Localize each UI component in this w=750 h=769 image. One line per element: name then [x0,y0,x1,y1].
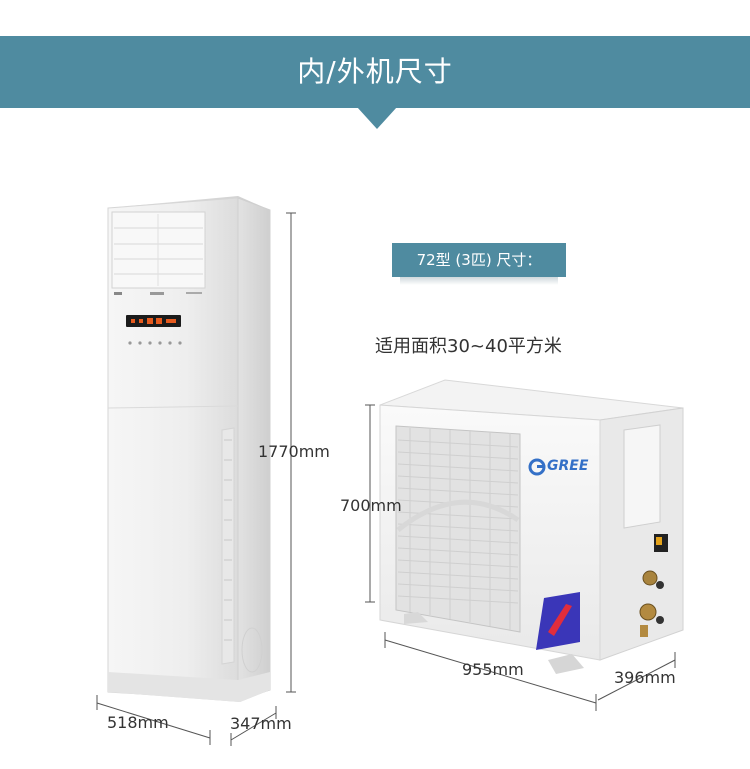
indoor-depth-label: 347mm [230,714,292,733]
banner-pointer [357,107,397,129]
outdoor-width-label: 955mm [462,660,524,679]
display-panel [126,315,181,327]
outdoor-depth-label: 396mm [614,668,676,687]
indoor-width-label: 518mm [107,713,169,732]
gree-logo-icon [528,458,546,476]
pipe-valves [639,570,664,637]
indoor-dimension-lines [96,212,296,746]
brand-logo-text: GREE [547,458,589,474]
indoor-unit [107,196,271,702]
page-title: 内/外机尺寸 [297,55,453,88]
model-label: 72型 (3匹) 尺寸： [392,243,566,277]
model-tag: 72型 (3匹) 尺寸： [392,243,566,289]
outdoor-dimension-lines [365,404,676,711]
coverage-area-text: 适用面积30~40平方米 [375,336,562,357]
header-banner: 内/外机尺寸 [0,36,750,108]
model-tag-shadow [400,277,558,285]
outdoor-unit [379,379,684,674]
outdoor-height-label: 700mm [340,496,402,515]
indoor-height-label: 1770mm [258,442,330,461]
